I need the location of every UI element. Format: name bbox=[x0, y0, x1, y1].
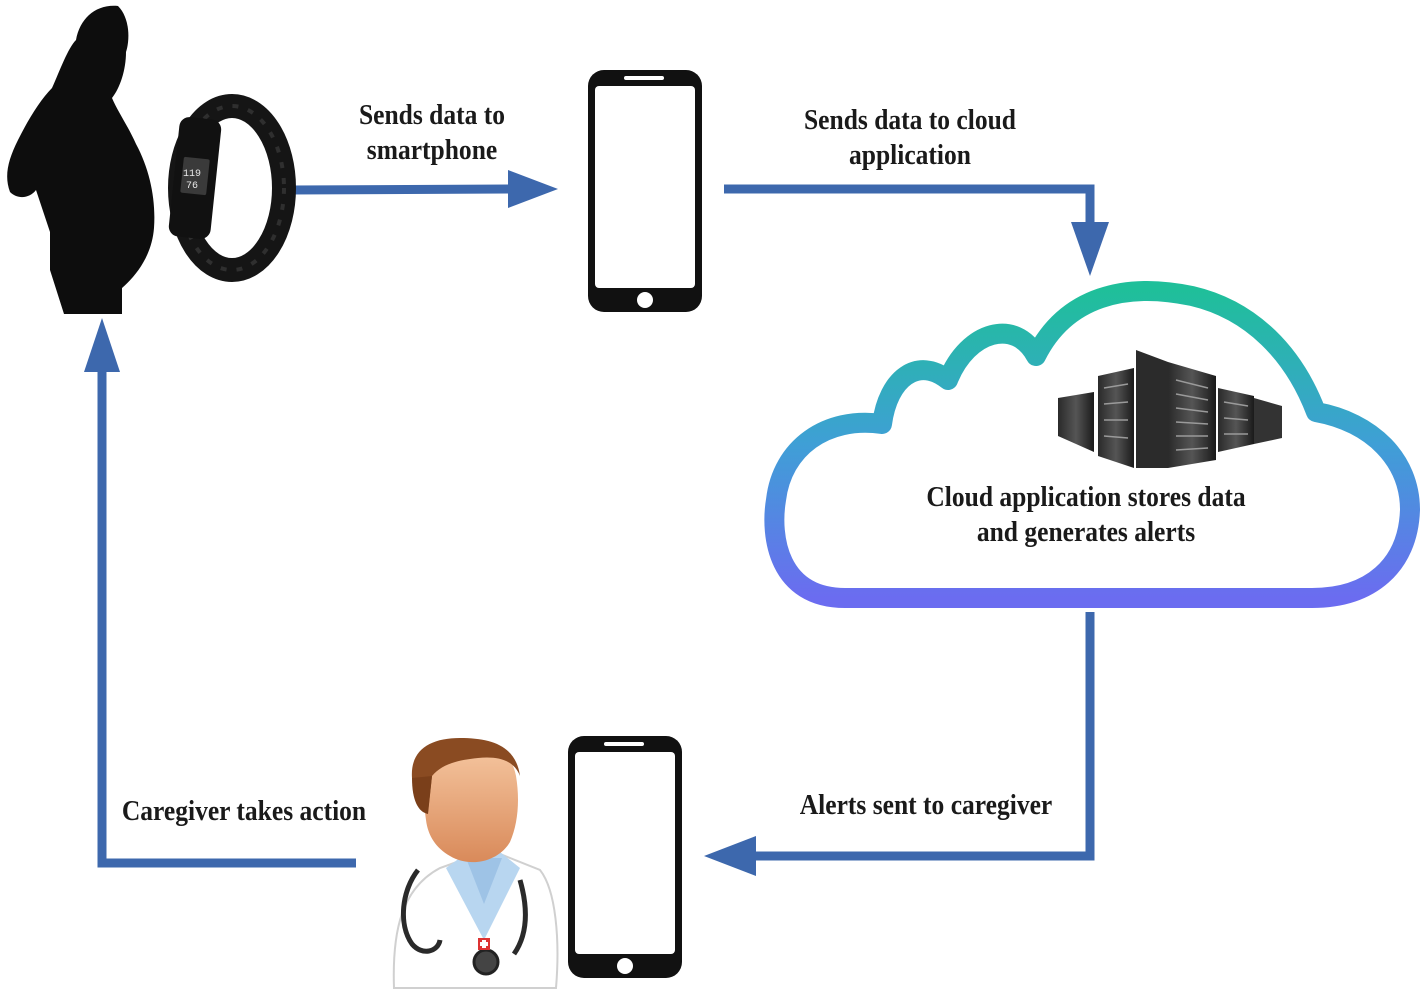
pregnant-woman-icon bbox=[7, 5, 155, 315]
label-caregiver-action: Caregiver takes action bbox=[121, 795, 367, 827]
label-alerts-sent: Alerts sent to caregiver bbox=[799, 789, 1053, 821]
arrow-caregiver-to-patient bbox=[84, 318, 356, 868]
smartphone-icon bbox=[588, 70, 702, 312]
arrow-wristband-to-phone bbox=[289, 170, 558, 208]
caregiver-smartphone-icon bbox=[568, 736, 682, 978]
server-rack-icon bbox=[1058, 350, 1282, 468]
wristband-icon: 119 76 bbox=[168, 94, 296, 282]
arrow-phone-to-cloud bbox=[724, 184, 1109, 276]
doctor-icon bbox=[392, 738, 559, 989]
arrow-cloud-to-caregiver bbox=[704, 612, 1095, 876]
wristband-reading-2: 76 bbox=[186, 181, 198, 192]
wristband-reading-1: 119 bbox=[183, 169, 201, 180]
